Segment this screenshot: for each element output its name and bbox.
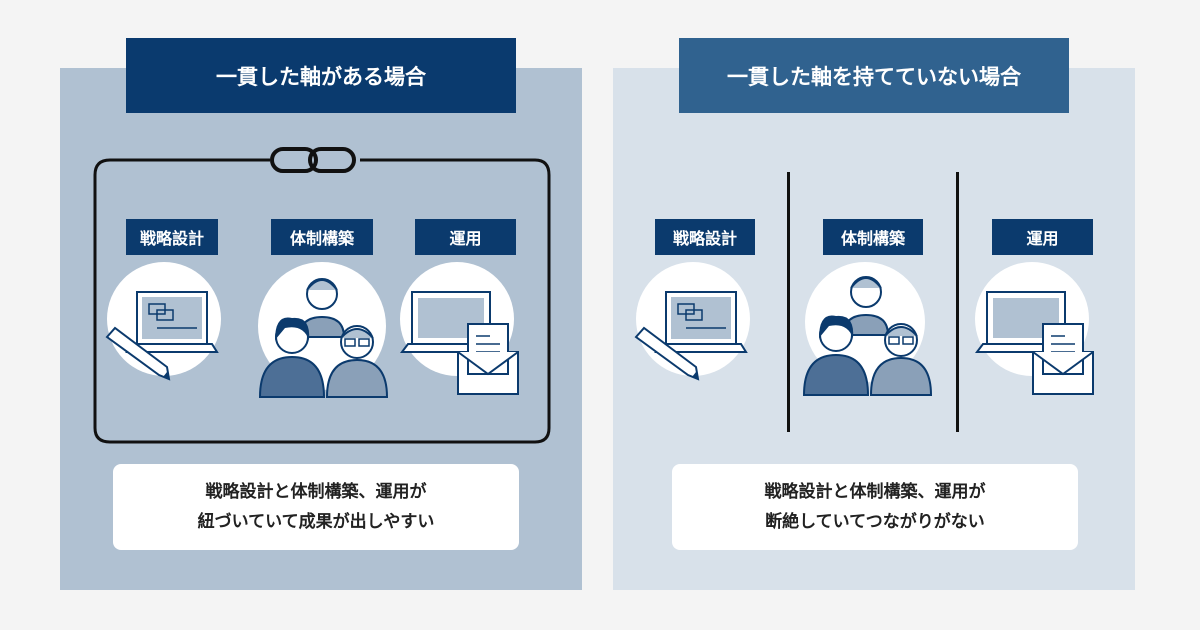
team-icon xyxy=(803,262,932,396)
right-title: 一貫した軸を持てていない場合 xyxy=(679,38,1069,113)
strategy-icon xyxy=(106,262,221,380)
caption-line: 断絶していてつながりがない xyxy=(765,512,985,532)
caption-line: 戦略設計と体制構築、運用が xyxy=(764,482,986,502)
label-team: 体制構築 xyxy=(271,219,373,255)
label-team: 体制構築 xyxy=(823,219,923,255)
divider-line xyxy=(956,172,959,432)
right-caption: 戦略設計と体制構築、運用が 断絶していてつながりがない xyxy=(672,464,1078,550)
caption-line: 紐づいていて成果が出しやすい xyxy=(197,512,435,532)
label-operation: 運用 xyxy=(415,219,516,255)
caption-line: 戦略設計と体制構築、運用が xyxy=(205,482,427,502)
team-icon xyxy=(258,262,388,398)
mail-laptop-icon xyxy=(400,262,519,395)
label-strategy: 戦略設計 xyxy=(655,219,755,255)
mail-laptop-icon xyxy=(975,262,1094,395)
left-caption: 戦略設計と体制構築、運用が 紐づいていて成果が出しやすい xyxy=(113,464,519,550)
divider-line xyxy=(787,172,790,432)
label-operation: 運用 xyxy=(992,219,1093,255)
chain-frame xyxy=(93,147,551,444)
chain-link-icon xyxy=(270,147,356,173)
left-title: 一貫した軸がある場合 xyxy=(126,38,516,113)
label-strategy: 戦略設計 xyxy=(126,219,218,255)
strategy-icon xyxy=(635,262,750,380)
